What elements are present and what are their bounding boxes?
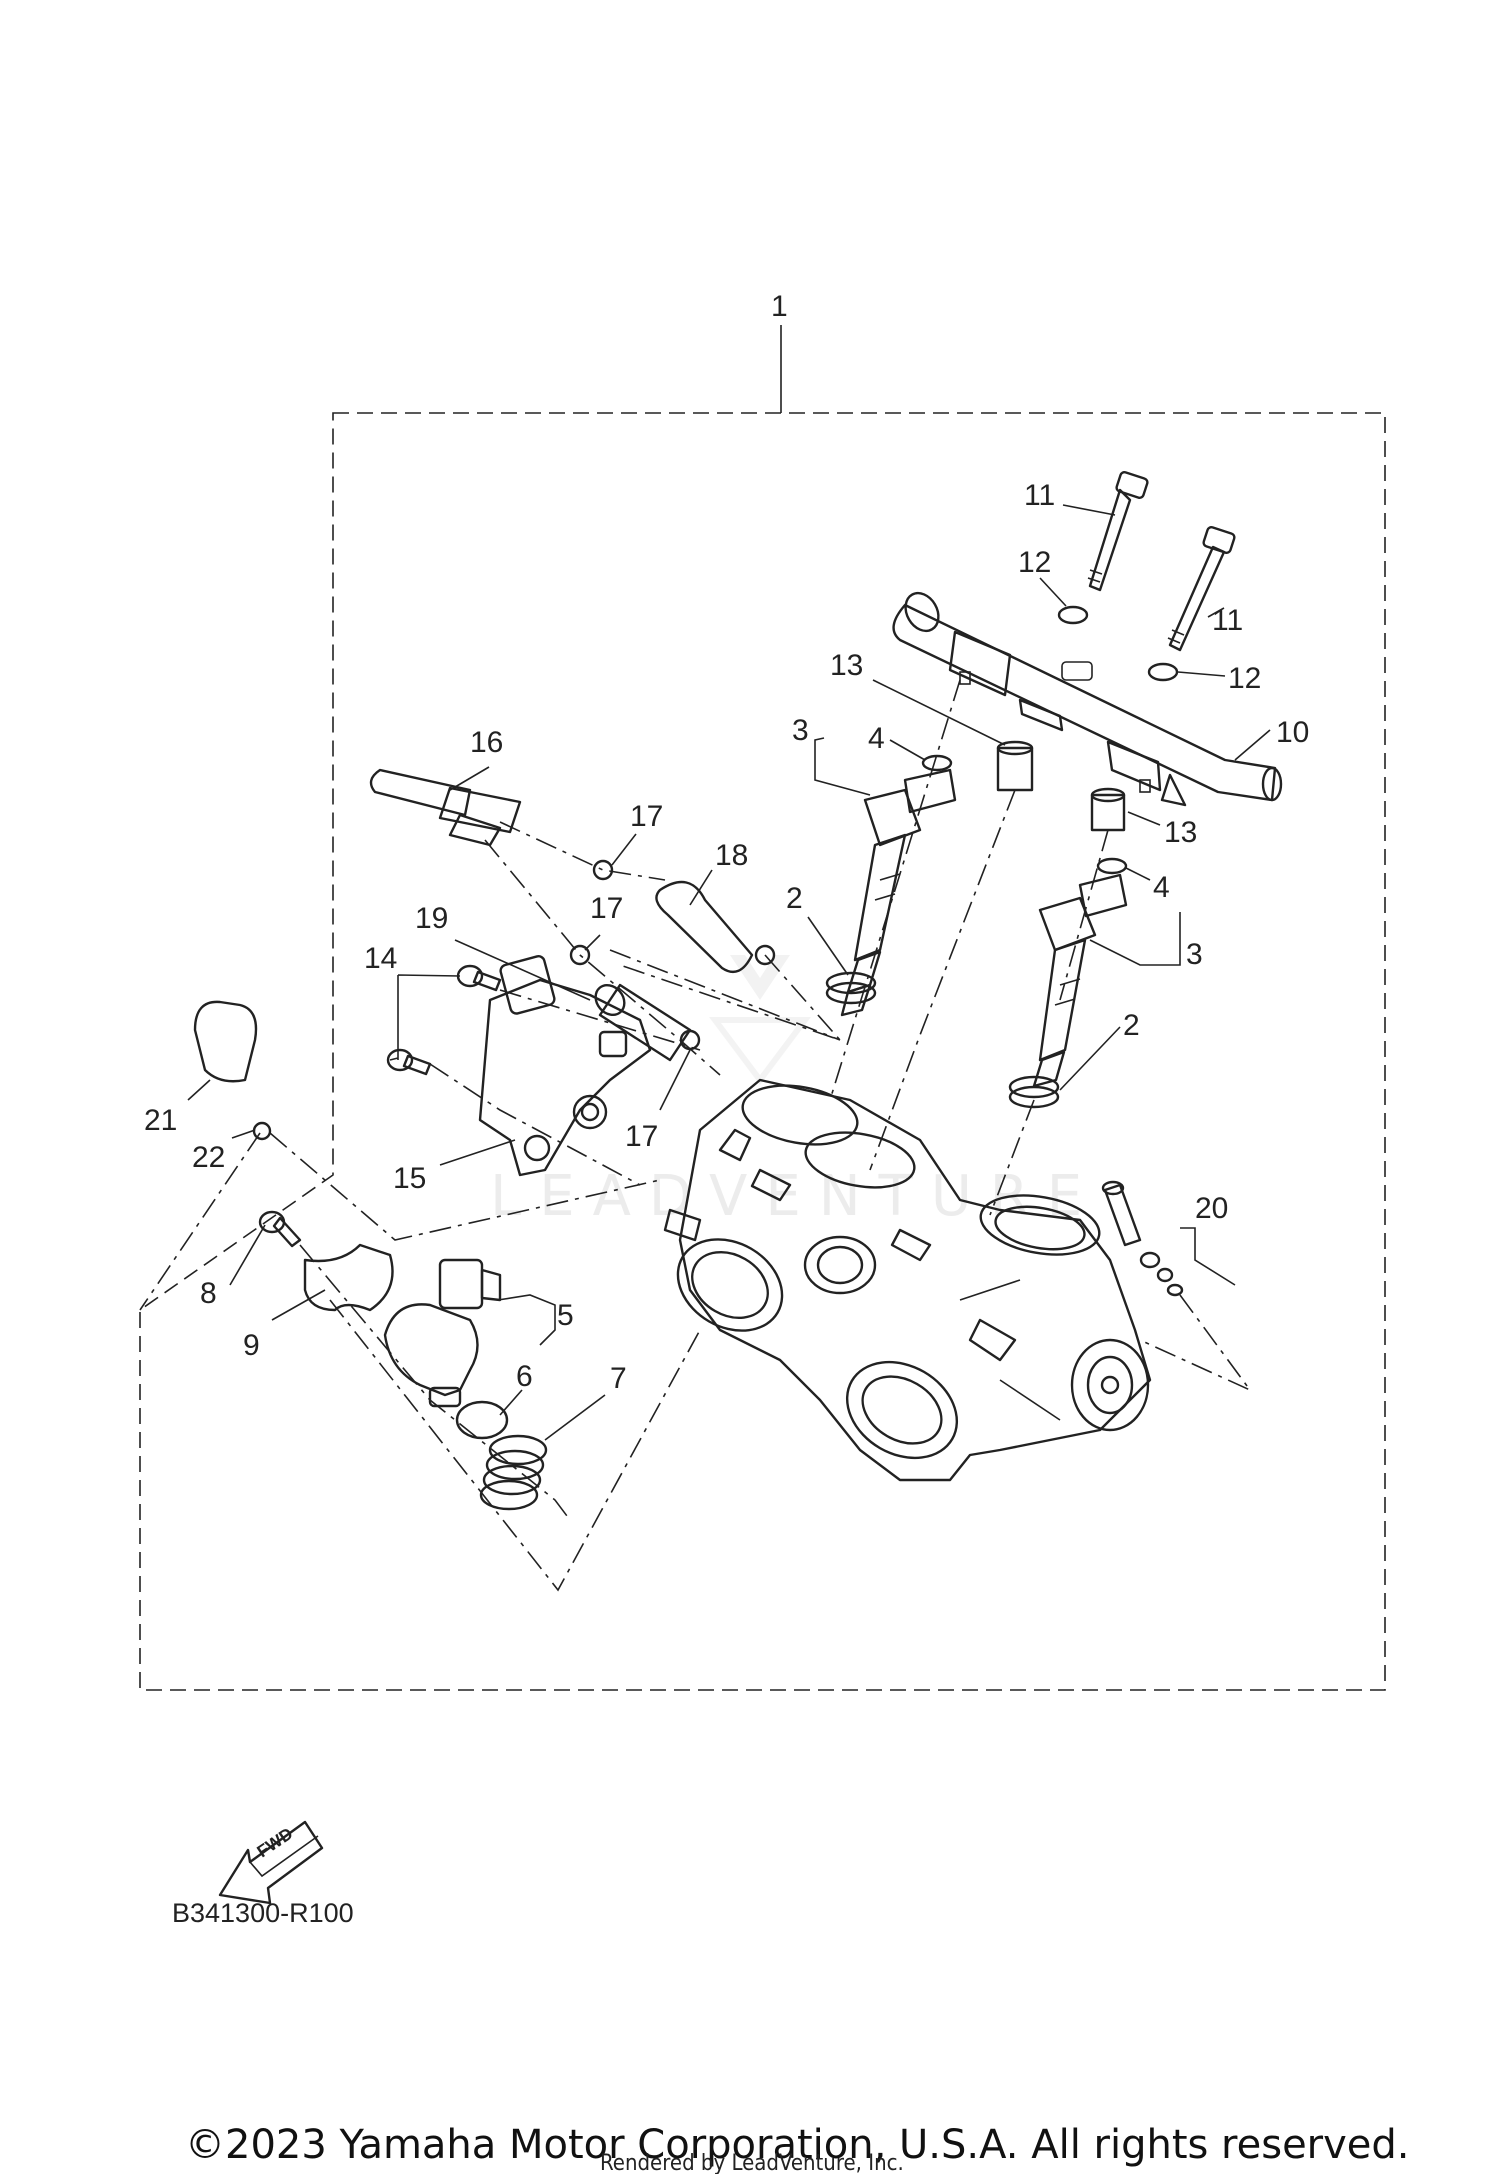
callout-2-left: 2: [786, 882, 803, 915]
copyright-notice: ©2023 Yamaha Motor Corporation, U.S.A. A…: [185, 2122, 1410, 2168]
callout-17-top: 17: [630, 800, 663, 833]
callout-8: 8: [200, 1277, 217, 1310]
clamp-17-mid: [569, 944, 591, 966]
bolt-11-right: [1167, 526, 1236, 652]
clip-22: [252, 1121, 272, 1141]
callout-11-right: 11: [1212, 604, 1243, 637]
hose-19: [594, 983, 692, 1062]
o-ring-6: [455, 1400, 509, 1440]
seal-2-left: [825, 971, 877, 1005]
callout-4-right: 4: [1153, 871, 1170, 904]
callout-18: 18: [715, 839, 748, 872]
spring-7: [479, 1434, 548, 1511]
callout-9: 9: [243, 1329, 260, 1362]
callout-3-right: 3: [1186, 938, 1203, 971]
callout-20: 20: [1195, 1192, 1228, 1225]
bracket-9: [303, 1243, 394, 1312]
callout-17-low: 17: [625, 1120, 658, 1153]
screw-14-top: [456, 964, 502, 992]
collar-13-right: [1090, 787, 1126, 832]
leader-lines: [187, 504, 1271, 1441]
screw-14-bottom: [386, 1048, 432, 1076]
throttle-position-sensor-15: [478, 955, 652, 1177]
callout-10: 10: [1276, 716, 1309, 749]
callout-21: 21: [144, 1104, 177, 1137]
callout-2-right: 2: [1123, 1009, 1140, 1042]
sensor-5: [383, 1258, 502, 1408]
callout-5: 5: [557, 1299, 574, 1332]
throttle-body: [663, 1078, 1152, 1482]
washer-12-left: [1057, 605, 1089, 625]
screw-8: [258, 1210, 302, 1248]
callout-4-left: 4: [868, 722, 885, 755]
collar-13-left: [996, 740, 1034, 792]
hose-16: [369, 768, 522, 847]
injector-3-right: [1032, 873, 1128, 1088]
watermark-logo: [709, 955, 811, 1085]
fwd-arrow-icon: FWD: [218, 1820, 324, 1905]
callout-22: 22: [192, 1141, 225, 1174]
callout-13-right: 13: [1164, 816, 1197, 849]
clamp-17-right: [754, 944, 776, 966]
callout-16: 16: [470, 726, 503, 759]
reference-code: B341300-R100: [172, 1898, 354, 1928]
screw-set-20: [1101, 1180, 1184, 1297]
seal-2-right: [1008, 1075, 1060, 1109]
callout-14: 14: [364, 942, 397, 975]
cap-21: [193, 1000, 258, 1083]
callout-12-left: 12: [1018, 546, 1051, 579]
callout-6: 6: [516, 1360, 533, 1393]
fuel-rail: [892, 591, 1283, 807]
o-ring-4-left: [921, 754, 953, 772]
callout-7: 7: [610, 1362, 627, 1395]
bolt-11-left: [1087, 471, 1149, 592]
o-ring-4-right: [1096, 857, 1128, 875]
washer-12-right: [1147, 662, 1179, 682]
clamp-17-top: [592, 859, 614, 881]
callout-17-mid: 17: [590, 892, 623, 925]
callout-numbers: 1 11 12 11 12 13 10 3 4 13 4 3 2 2 16 17…: [144, 290, 1309, 1395]
callout-19: 19: [415, 902, 448, 935]
hose-18: [655, 880, 754, 973]
callout-12-right: 12: [1228, 662, 1261, 695]
assembly-boundary: [139, 412, 1386, 1691]
callout-11-left: 11: [1024, 479, 1055, 512]
callout-3-left: 3: [792, 714, 809, 747]
callout-13-left: 13: [830, 649, 863, 682]
injector-3-left: [840, 768, 957, 1017]
rendered-by-notice: Rendered by LeadVenture, Inc.: [600, 2151, 904, 2174]
callout-15: 15: [393, 1162, 426, 1195]
callout-1: 1: [771, 290, 788, 323]
assembly-lines: [139, 679, 1253, 1592]
